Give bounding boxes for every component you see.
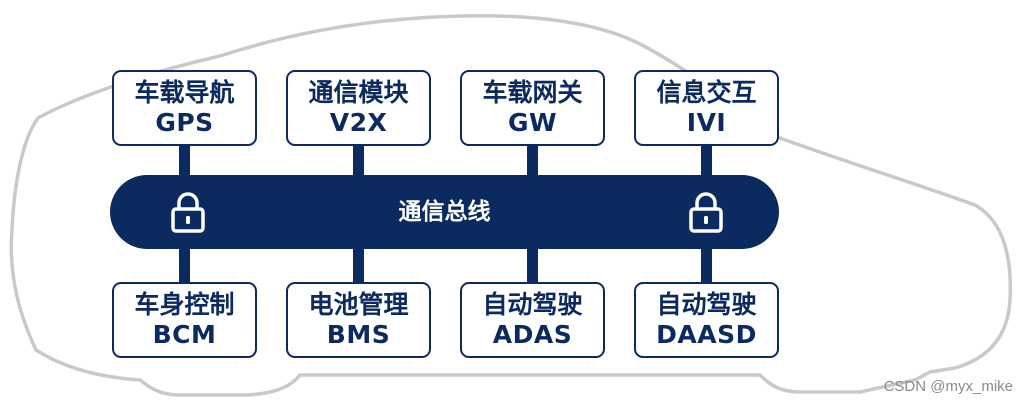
module-en-label: BMS <box>326 320 391 349</box>
connector-gw <box>527 146 538 178</box>
module-en-label: V2X <box>329 108 388 137</box>
module-zh-label: 车载网关 <box>482 78 583 107</box>
module-zh-label: 电池管理 <box>308 290 409 319</box>
module-zh-label: 自动驾驶 <box>482 290 583 319</box>
module-v2x: 通信模块 V2X <box>286 70 431 146</box>
module-zh-label: 自动驾驶 <box>656 290 757 319</box>
module-en-label: IVI <box>686 108 727 137</box>
lock-icon <box>171 192 205 233</box>
connector-ivi <box>701 146 712 178</box>
connector-bms <box>353 246 364 282</box>
module-en-label: GW <box>507 108 558 137</box>
module-bcm: 车身控制 BCM <box>112 282 257 358</box>
connector-daasd <box>701 246 712 282</box>
module-zh-label: 通信模块 <box>308 78 409 107</box>
watermark: CSDN @myx_mike <box>883 378 1013 395</box>
lock-icon <box>689 192 723 233</box>
module-gw: 车载网关 GW <box>460 70 605 146</box>
connector-bcm <box>179 246 190 282</box>
module-zh-label: 车载导航 <box>134 78 235 107</box>
module-adas: 自动驾驶 ADAS <box>460 282 605 358</box>
module-en-label: ADAS <box>492 320 573 349</box>
module-daasd: 自动驾驶 DAASD <box>634 282 779 358</box>
module-zh-label: 车身控制 <box>134 290 235 319</box>
connector-adas <box>527 246 538 282</box>
bus-label: 通信总线 <box>398 199 491 225</box>
connector-v2x <box>353 146 364 178</box>
module-en-label: DAASD <box>656 320 757 349</box>
module-ivi: 信息交互 IVI <box>634 70 779 146</box>
module-zh-label: 信息交互 <box>656 78 757 107</box>
communication-bus: 通信总线 <box>110 175 779 249</box>
module-gps: 车载导航 GPS <box>112 70 257 146</box>
module-bms: 电池管理 BMS <box>286 282 431 358</box>
module-en-label: BCM <box>152 320 217 349</box>
module-en-label: GPS <box>155 108 214 137</box>
connector-gps <box>179 146 190 178</box>
